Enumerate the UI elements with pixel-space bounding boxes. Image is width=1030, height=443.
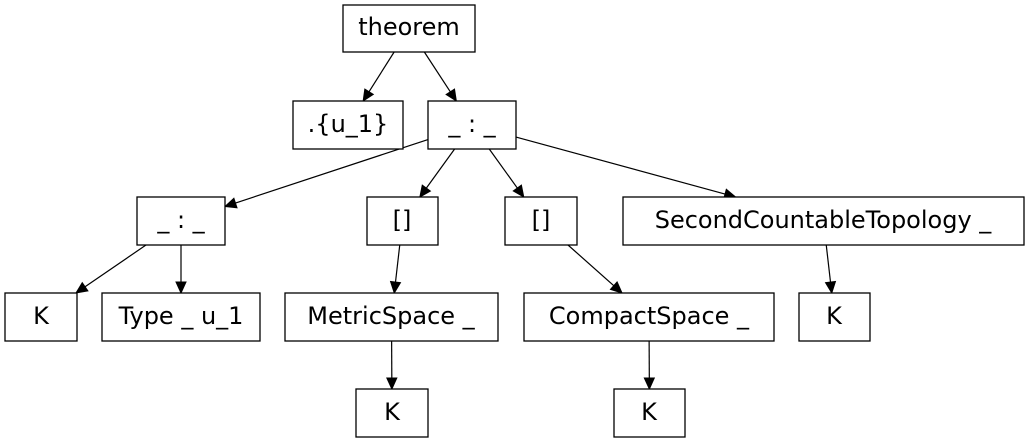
edge-n2-n5 (488, 148, 525, 198)
edge-line (84, 244, 147, 288)
edge-line (515, 136, 726, 195)
edge-line (235, 138, 429, 204)
arrowhead-icon (223, 197, 238, 209)
node-typing-binder: _ : _ (136, 196, 226, 246)
node-label: K (641, 398, 658, 426)
edge-n2-n3 (223, 138, 429, 209)
edge-n3-n7 (75, 244, 147, 294)
edge-line (825, 244, 832, 283)
node-var-k-3: K (355, 388, 429, 438)
arrowhead-icon (362, 88, 375, 103)
node-label: [] (532, 206, 551, 234)
node-metric-space: MetricSpace _ (284, 292, 499, 342)
edge-n9-n12 (386, 340, 398, 391)
node-instance-metric: [] (366, 196, 439, 246)
edge-n6-n11 (824, 244, 837, 295)
edge-n0-n1 (362, 51, 395, 103)
edge-line (394, 244, 401, 283)
node-label: MetricSpace _ (307, 302, 475, 330)
edge-line (425, 148, 456, 189)
node-label: theorem (358, 13, 460, 41)
edge-n5-n10 (567, 244, 623, 294)
node-type-universe: Type _ u_1 (101, 292, 261, 342)
arrowhead-icon (75, 281, 89, 294)
node-compact-space: CompactSpace _ (523, 292, 775, 342)
node-label: CompactSpace _ (549, 302, 750, 330)
edge-line (567, 244, 615, 287)
edge-n3-n8 (175, 245, 187, 295)
edge-n10-n13 (643, 340, 656, 391)
node-label: K (826, 302, 843, 330)
node-universe: .{u_1} (292, 100, 404, 150)
node-theorem: theorem (342, 4, 476, 53)
arrowhead-icon (175, 281, 187, 295)
node-var-k-4: K (613, 388, 686, 438)
edge-line (488, 148, 518, 189)
node-var-k-2: K (798, 292, 871, 342)
arrowhead-icon (389, 280, 402, 295)
arrowhead-icon (512, 184, 525, 198)
arrowhead-icon (419, 184, 432, 198)
node-var-k-1: K (4, 292, 78, 342)
arrowhead-icon (643, 377, 656, 391)
arrowhead-icon (824, 280, 837, 295)
node-typing-root: _ : _ (427, 100, 517, 150)
node-label: Type _ u_1 (118, 302, 244, 330)
edge-n0-n2 (423, 51, 457, 103)
node-instance-compact: [] (504, 196, 578, 246)
node-label: .{u_1} (308, 110, 389, 138)
node-second-countable: SecondCountableTopology _ (622, 196, 1025, 246)
node-label: K (384, 398, 401, 426)
arrowhead-icon (445, 88, 457, 103)
node-label: _ : _ (447, 110, 496, 138)
edge-n2-n6 (515, 136, 737, 200)
edge-line (368, 51, 395, 93)
arrowhead-icon (386, 377, 398, 391)
arrowhead-icon (609, 281, 623, 294)
node-label: SecondCountableTopology _ (655, 206, 993, 234)
edge-n2-n4 (419, 148, 456, 198)
edge-n4-n9 (389, 244, 402, 295)
edge-line (423, 51, 451, 93)
node-label: _ : _ (156, 206, 205, 234)
node-label: [] (393, 206, 412, 234)
node-label: K (33, 302, 50, 330)
